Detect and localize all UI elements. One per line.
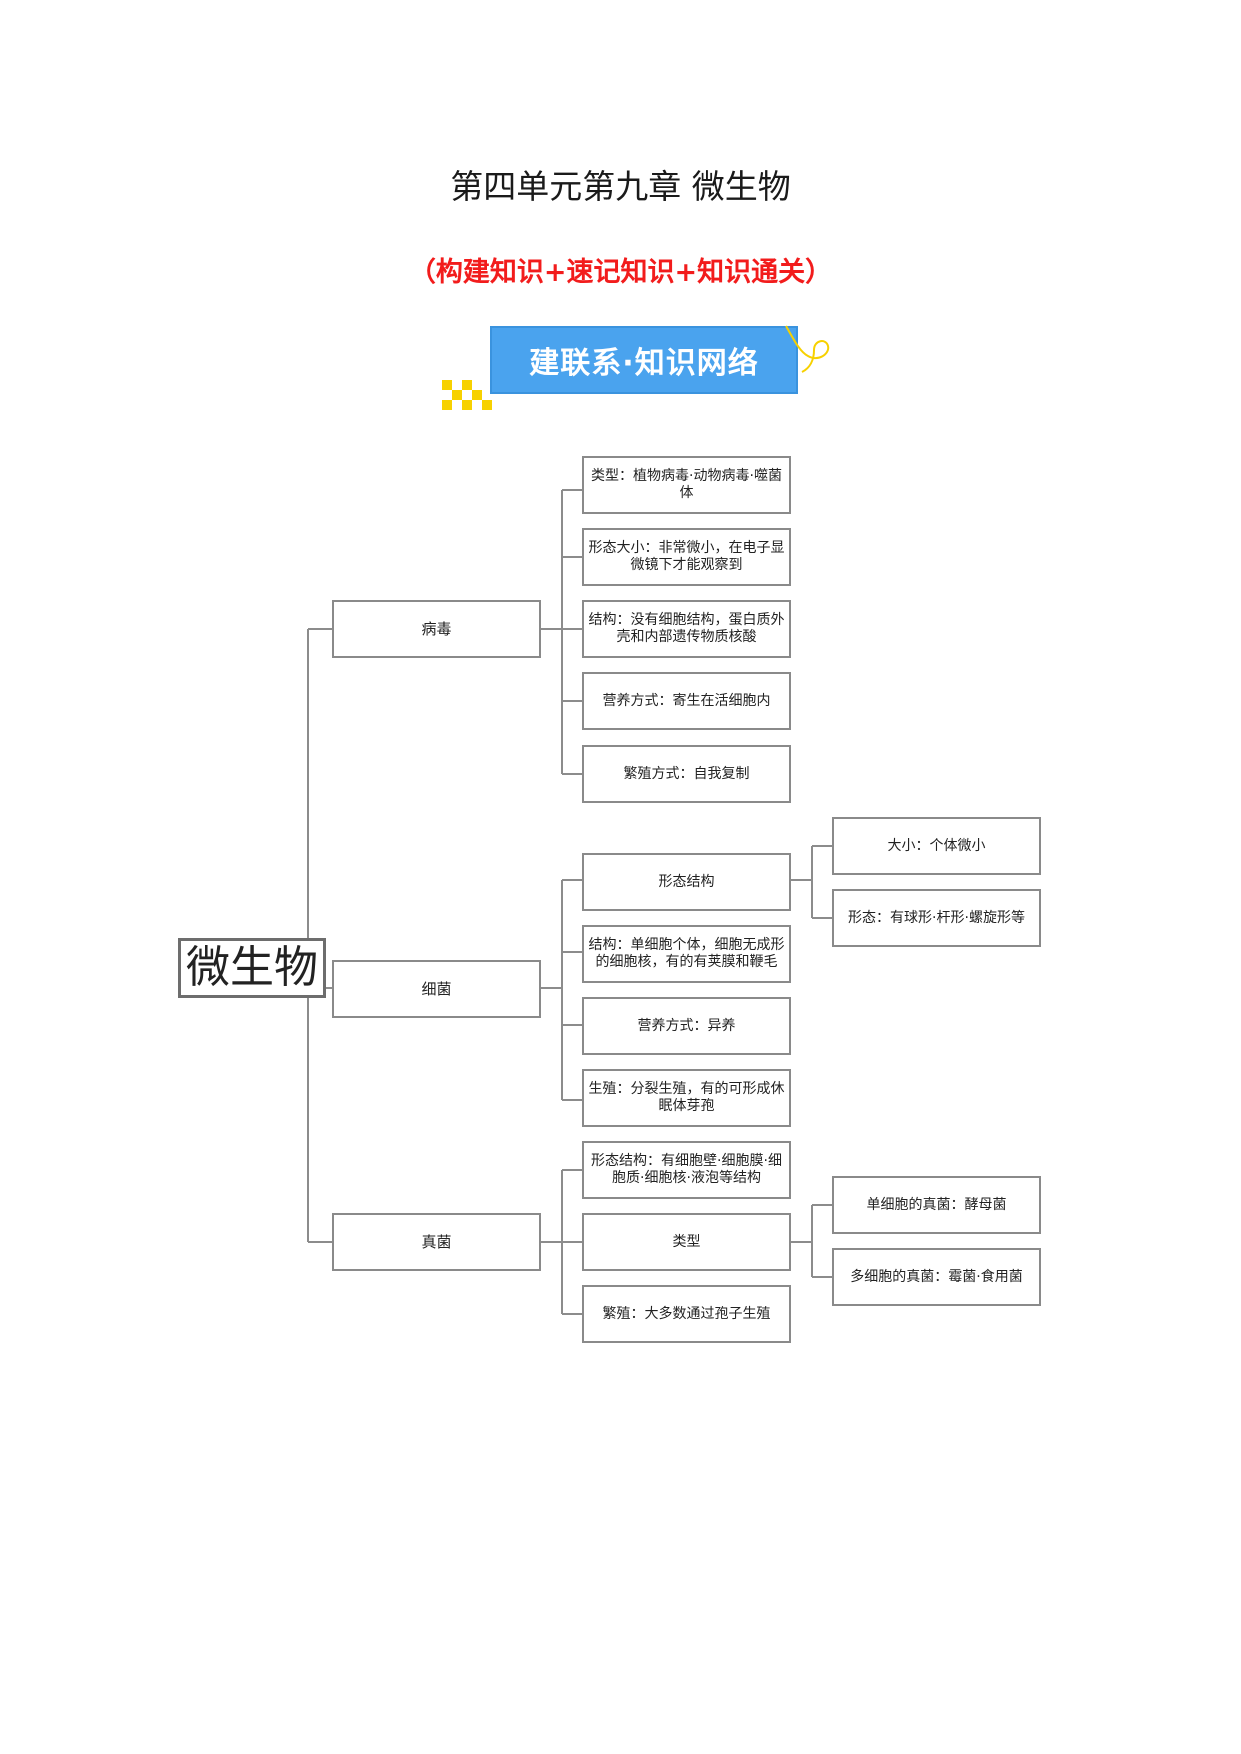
virus-structure-node: 结构：没有细胞结构，蛋白质外壳和内部遗传物质核酸 [582,600,791,658]
fungi-unicellular-node: 单细胞的真菌：酵母菌 [832,1176,1041,1234]
virus-nutrition-node: 营养方式：寄生在活细胞内 [582,672,791,730]
bacteria-morphology-node: 形态结构 [582,853,791,911]
bacteria-nutrition-node: 营养方式：异养 [582,997,791,1055]
virus-size-node: 形态大小：非常微小，在电子显微镜下才能观察到 [582,528,791,586]
page-title: 第四单元第九章 微生物 [450,167,791,206]
virus-type-node: 类型：植物病毒·动物病毒·噬菌体 [582,456,791,514]
branch-bacteria: 细菌 [332,960,541,1018]
fungi-structure-node: 形态结构：有细胞壁·细胞膜·细胞质·细胞核·液泡等结构 [582,1141,791,1199]
virus-reproduction-node: 繁殖方式：自我复制 [582,745,791,803]
bacteria-size-node: 大小：个体微小 [832,817,1041,875]
mindmap-root: 微生物 [178,938,326,998]
bacteria-structure-node: 结构：单细胞个体，细胞无成形的细胞核，有的有荚膜和鞭毛 [582,925,791,983]
bacteria-reproduction-node: 生殖：分裂生殖，有的可形成休眠体芽孢 [582,1069,791,1127]
fungi-multicellular-node: 多细胞的真菌：霉菌·食用菌 [832,1248,1041,1306]
section-banner: 建联系·知识网络 [490,326,798,394]
fungi-reproduction-node: 繁殖：大多数通过孢子生殖 [582,1285,791,1343]
branch-fungi: 真菌 [332,1213,541,1271]
banner-swirl-decoration [785,325,830,373]
branch-virus: 病毒 [332,600,541,658]
bacteria-shape-node: 形态：有球形·杆形·螺旋形等 [832,889,1041,947]
page-subtitle: （构建知识+速记知识+知识通关） [408,257,833,288]
fungi-type-node: 类型 [582,1213,791,1271]
